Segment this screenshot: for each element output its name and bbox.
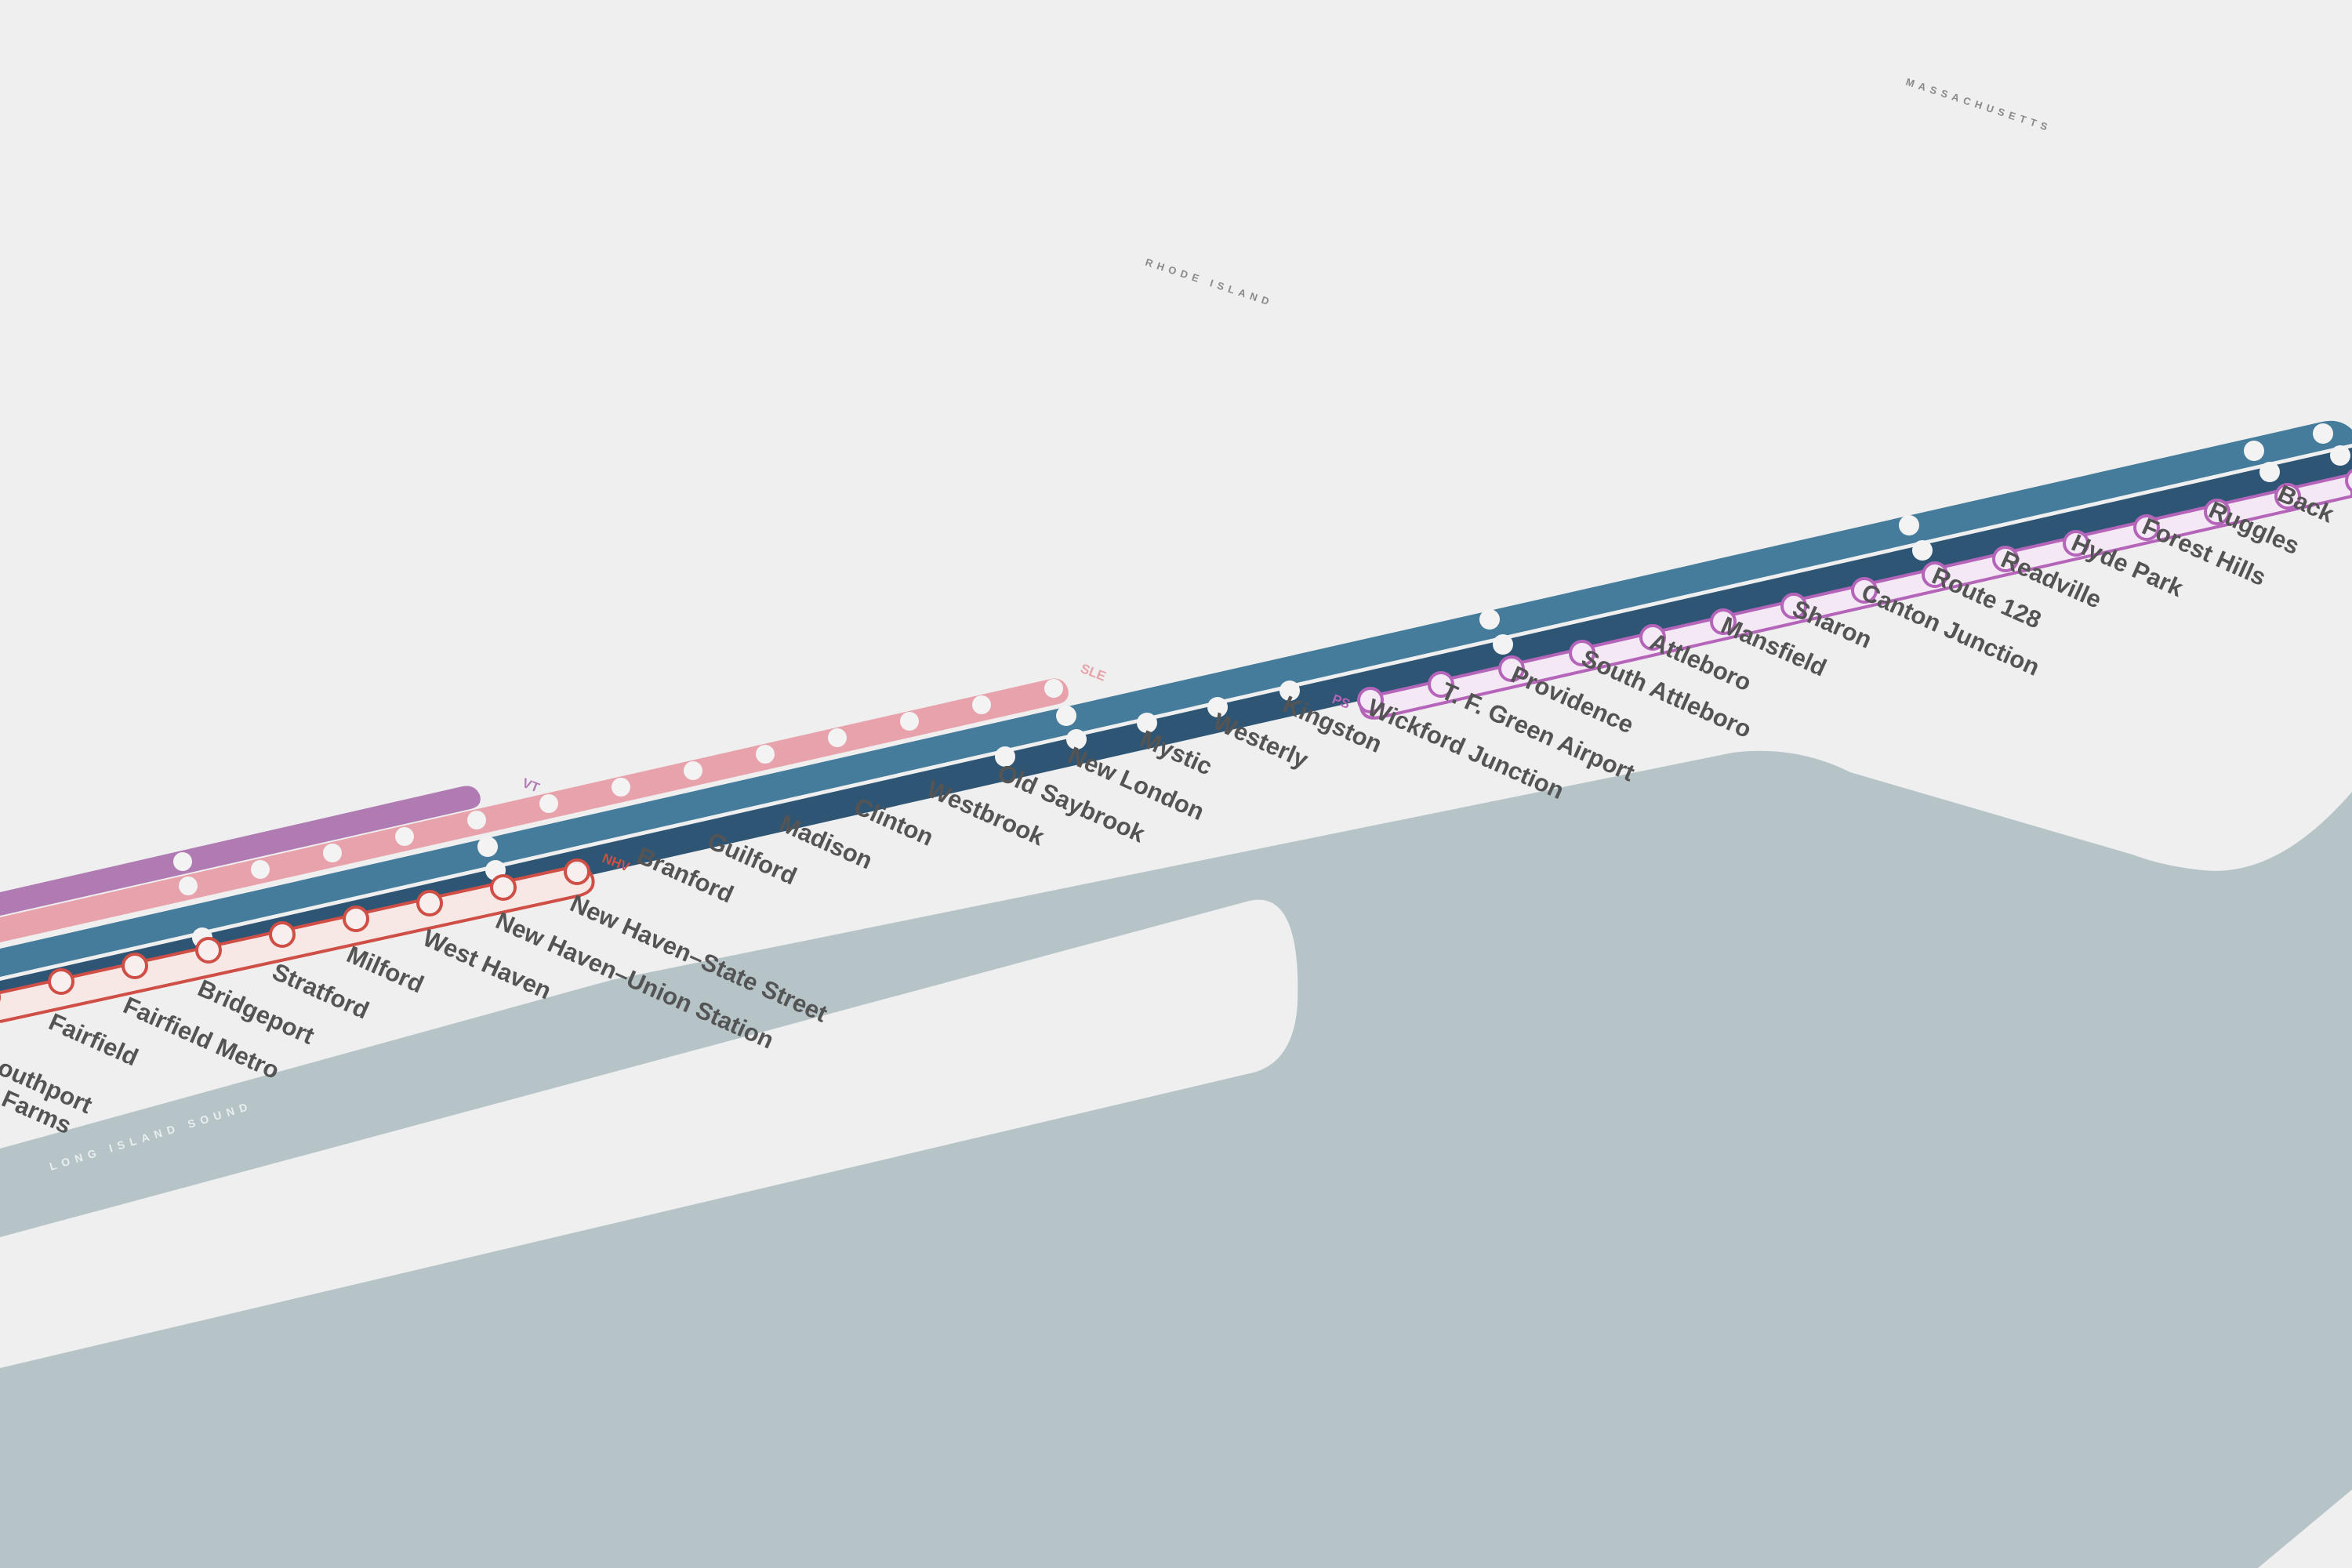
northeast-corridor-upper-line — [0, 420, 2352, 977]
station-marker — [564, 858, 590, 885]
station-marker — [1569, 640, 1595, 666]
station-marker — [828, 728, 847, 747]
station-marker — [2204, 499, 2230, 525]
vermonter-line — [0, 786, 481, 916]
station-marker — [1044, 679, 1063, 698]
station-marker — [1498, 655, 1525, 682]
station-marker — [173, 852, 192, 871]
station-markers — [0, 423, 2352, 1002]
station-marker — [1780, 593, 1807, 619]
station-marker — [251, 860, 270, 879]
station-marker — [467, 811, 486, 829]
station-marker — [1066, 729, 1087, 750]
station-marker — [2345, 469, 2352, 492]
station-marker — [2063, 530, 2089, 557]
shore-line-east-line — [0, 678, 1069, 942]
station-marker — [1899, 515, 1919, 535]
station-marker — [756, 745, 775, 764]
station-marker — [416, 890, 443, 916]
station-marker — [1912, 540, 1933, 561]
station-marker — [684, 761, 702, 780]
station-marker — [195, 937, 222, 964]
station-marker — [269, 921, 296, 948]
station-marker — [477, 837, 498, 857]
station-marker — [2259, 462, 2280, 482]
station-marker — [2274, 483, 2301, 510]
station-marker — [1493, 634, 1513, 655]
station-marker — [612, 778, 630, 797]
station-marker — [972, 695, 991, 714]
station-marker — [1922, 561, 1948, 588]
station-marker — [1639, 624, 1666, 651]
station-marker — [1992, 546, 2019, 572]
station-marker — [395, 827, 414, 846]
station-marker — [1357, 687, 1384, 713]
station-marker — [1207, 697, 1228, 717]
station-marker — [2244, 441, 2264, 461]
water-long-island-sound — [0, 750, 2352, 1568]
station-marker — [122, 953, 148, 979]
station-marker — [1851, 577, 1878, 604]
station-marker — [539, 794, 558, 813]
station-marker — [490, 874, 517, 901]
station-marker — [179, 877, 198, 895]
station-marker — [2330, 445, 2350, 466]
station-marker — [1279, 681, 1300, 701]
station-marker — [2313, 423, 2333, 444]
station-marker — [48, 968, 74, 995]
station-marker — [1479, 609, 1500, 630]
station-marker — [900, 712, 919, 731]
station-marker — [2133, 514, 2160, 541]
station-marker — [323, 844, 342, 862]
station-marker — [1137, 713, 1157, 733]
station-marker — [343, 906, 369, 932]
station-marker — [1428, 671, 1454, 698]
station-marker — [995, 746, 1015, 767]
station-marker — [1056, 706, 1076, 726]
station-marker — [1710, 608, 1737, 635]
